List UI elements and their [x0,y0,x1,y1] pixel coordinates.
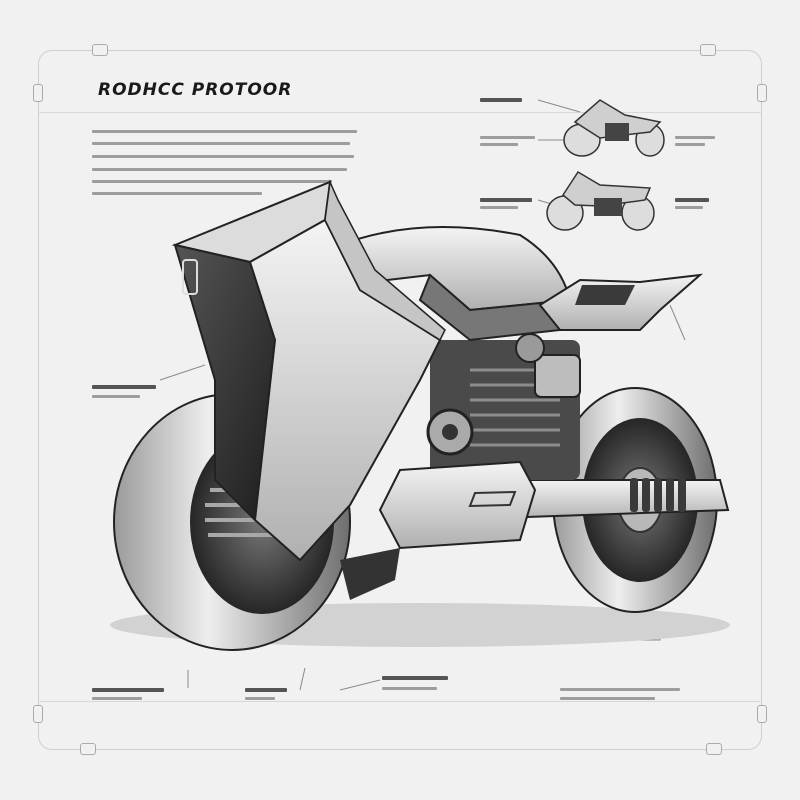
frame-tab-left-top [33,84,43,102]
frame-tab-left-bottom [33,705,43,723]
frame-tab-top-left [92,44,108,56]
engine-block [426,333,581,480]
callout-label-left-2 [92,395,140,398]
frame-tab-right-bottom [757,705,767,723]
blueprint-inner-border [38,112,762,702]
callout-label-bottom-2 [245,688,287,692]
lower-chassis [340,460,537,600]
frame-tab-right-top [757,84,767,102]
callout-label-left [92,385,156,389]
callout-label-bottom-3 [382,676,448,680]
frame-tab-bottom-left [80,743,96,755]
tail-section [538,273,704,331]
page-title: RODHCC PROTOOR [98,80,293,100]
callout-label-thumb1-right [675,136,715,139]
callout-label-bottom-1b [92,697,142,700]
callout-label-bottom-4 [560,688,680,691]
callout-label-thumb2-left [480,198,532,202]
callout-label-thumb1-left [480,136,535,139]
frame-tab-top-right [700,44,716,56]
callout-label-bottom-2b [245,697,275,700]
blueprint-frame [38,50,762,750]
frame-tab-bottom-right [706,743,722,755]
callout-label-thumb1-left-2 [480,143,518,146]
callout-label-bottom-3b [382,687,437,690]
motorcycle-thumbnail-bottom [546,170,655,231]
fuel-tank [338,226,572,342]
callout-label-thumb2-right-2 [675,206,703,209]
front-fairing [171,179,446,562]
callout-label-bottom-1 [92,688,164,692]
callout-label-bottom-4b [560,697,655,700]
callout-label-thumb2-left-2 [480,206,518,209]
callout-label-thumb1-right-2 [675,143,705,146]
callout-label-thumb2-right [675,198,709,202]
callout-label-top [480,98,522,102]
motorcycle-thumbnail-top [563,99,665,157]
